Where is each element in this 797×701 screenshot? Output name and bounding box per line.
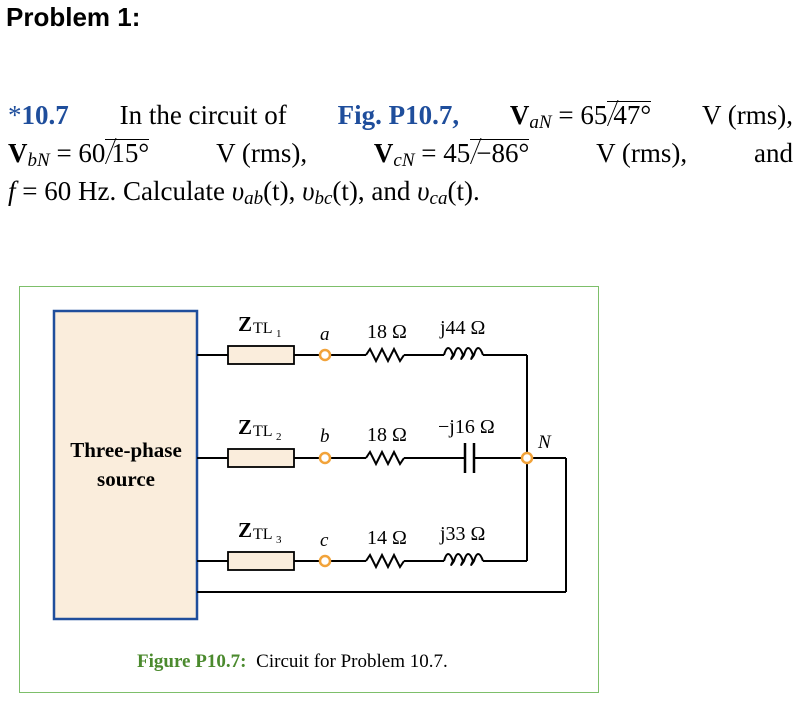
vcn-unit: V (rms), <box>596 138 688 168</box>
resistor-a <box>365 346 405 364</box>
phase-b-branch <box>197 443 567 592</box>
page-heading: Problem 1: <box>6 2 141 32</box>
node-b-label: b <box>320 426 330 447</box>
resistor-b <box>365 449 405 467</box>
figure-reference[interactable]: Fig. P10.7, <box>337 100 460 130</box>
capacitor-b-value: −j16 Ω <box>438 416 495 438</box>
terminal-N <box>520 451 534 465</box>
caption-text: Circuit for Problem 10.7. <box>256 651 448 672</box>
z-tl3-impedance <box>227 551 295 571</box>
three-phase-source-box <box>52 309 199 621</box>
resistor-b-value: 18 Ω <box>367 424 407 446</box>
node-N-label: N <box>537 432 552 453</box>
phase-c-branch <box>197 462 566 593</box>
resistor-c-value: 14 Ω <box>367 527 407 549</box>
vab-expression: υab(t), <box>231 176 296 209</box>
svg-text:TL: TL <box>253 526 273 543</box>
vbn-unit: V (rms), <box>216 138 308 168</box>
vbc-expression: υbc(t), <box>302 176 365 209</box>
source-label-1: Three-phase <box>70 438 182 462</box>
z-tl2-label: Z TL 2 <box>238 415 282 443</box>
svg-text:Z: Z <box>238 415 252 439</box>
svg-text:1: 1 <box>276 328 282 340</box>
figure-caption: Figure P10.7: Circuit for Problem 10.7. <box>137 651 448 672</box>
inductor-a <box>443 347 484 360</box>
figure-frame <box>19 286 599 693</box>
z-tl3-label: Z TL 3 <box>238 518 282 546</box>
frequency-text: = 60 Hz. Calculate <box>22 176 225 206</box>
problem-line-1: *10.7 In the circuit of Fig. P10.7, VaN … <box>8 96 793 134</box>
svg-text:TL: TL <box>253 423 273 440</box>
caption-label: Figure P10.7: <box>137 651 246 672</box>
source-label-2: source <box>97 467 155 491</box>
resistor-c <box>365 552 405 570</box>
svg-text:TL: TL <box>253 320 273 337</box>
svg-text:Z: Z <box>238 518 252 542</box>
z-tl1-impedance <box>227 345 295 365</box>
and-word: and <box>753 138 793 168</box>
problem-number: *10.7 <box>8 100 69 130</box>
problem-line-3: f = 60 Hz. Calculate υab(t), υbc(t), and… <box>8 172 793 210</box>
inductor-a-value: j44 Ω <box>439 317 485 339</box>
vca-expression: υca(t). <box>417 176 480 209</box>
node-c-label: c <box>320 530 329 551</box>
terminal-c <box>318 554 332 568</box>
phase-a-branch <box>197 345 528 454</box>
problem-intro: In the circuit of <box>119 100 287 130</box>
inductor-c-value: j33 Ω <box>439 523 485 545</box>
svg-text:2: 2 <box>276 431 282 443</box>
problem-statement: *10.7 In the circuit of Fig. P10.7, VaN … <box>8 96 793 210</box>
svg-text:3: 3 <box>276 534 282 546</box>
terminal-a <box>318 348 332 362</box>
inductor-c <box>443 553 484 566</box>
resistor-a-value: 18 Ω <box>367 321 407 343</box>
frequency-symbol: f <box>8 176 16 206</box>
z-tl2-impedance <box>227 448 295 468</box>
node-a-label: a <box>320 324 330 345</box>
van-unit: V (rms), <box>701 100 793 130</box>
z-tl1-label: Z TL 1 <box>238 312 282 340</box>
and-word-2: and <box>371 176 411 206</box>
vcn-expression: VcN = 45−86° <box>373 138 530 171</box>
svg-text:Z: Z <box>238 312 252 336</box>
terminal-b <box>318 451 332 465</box>
